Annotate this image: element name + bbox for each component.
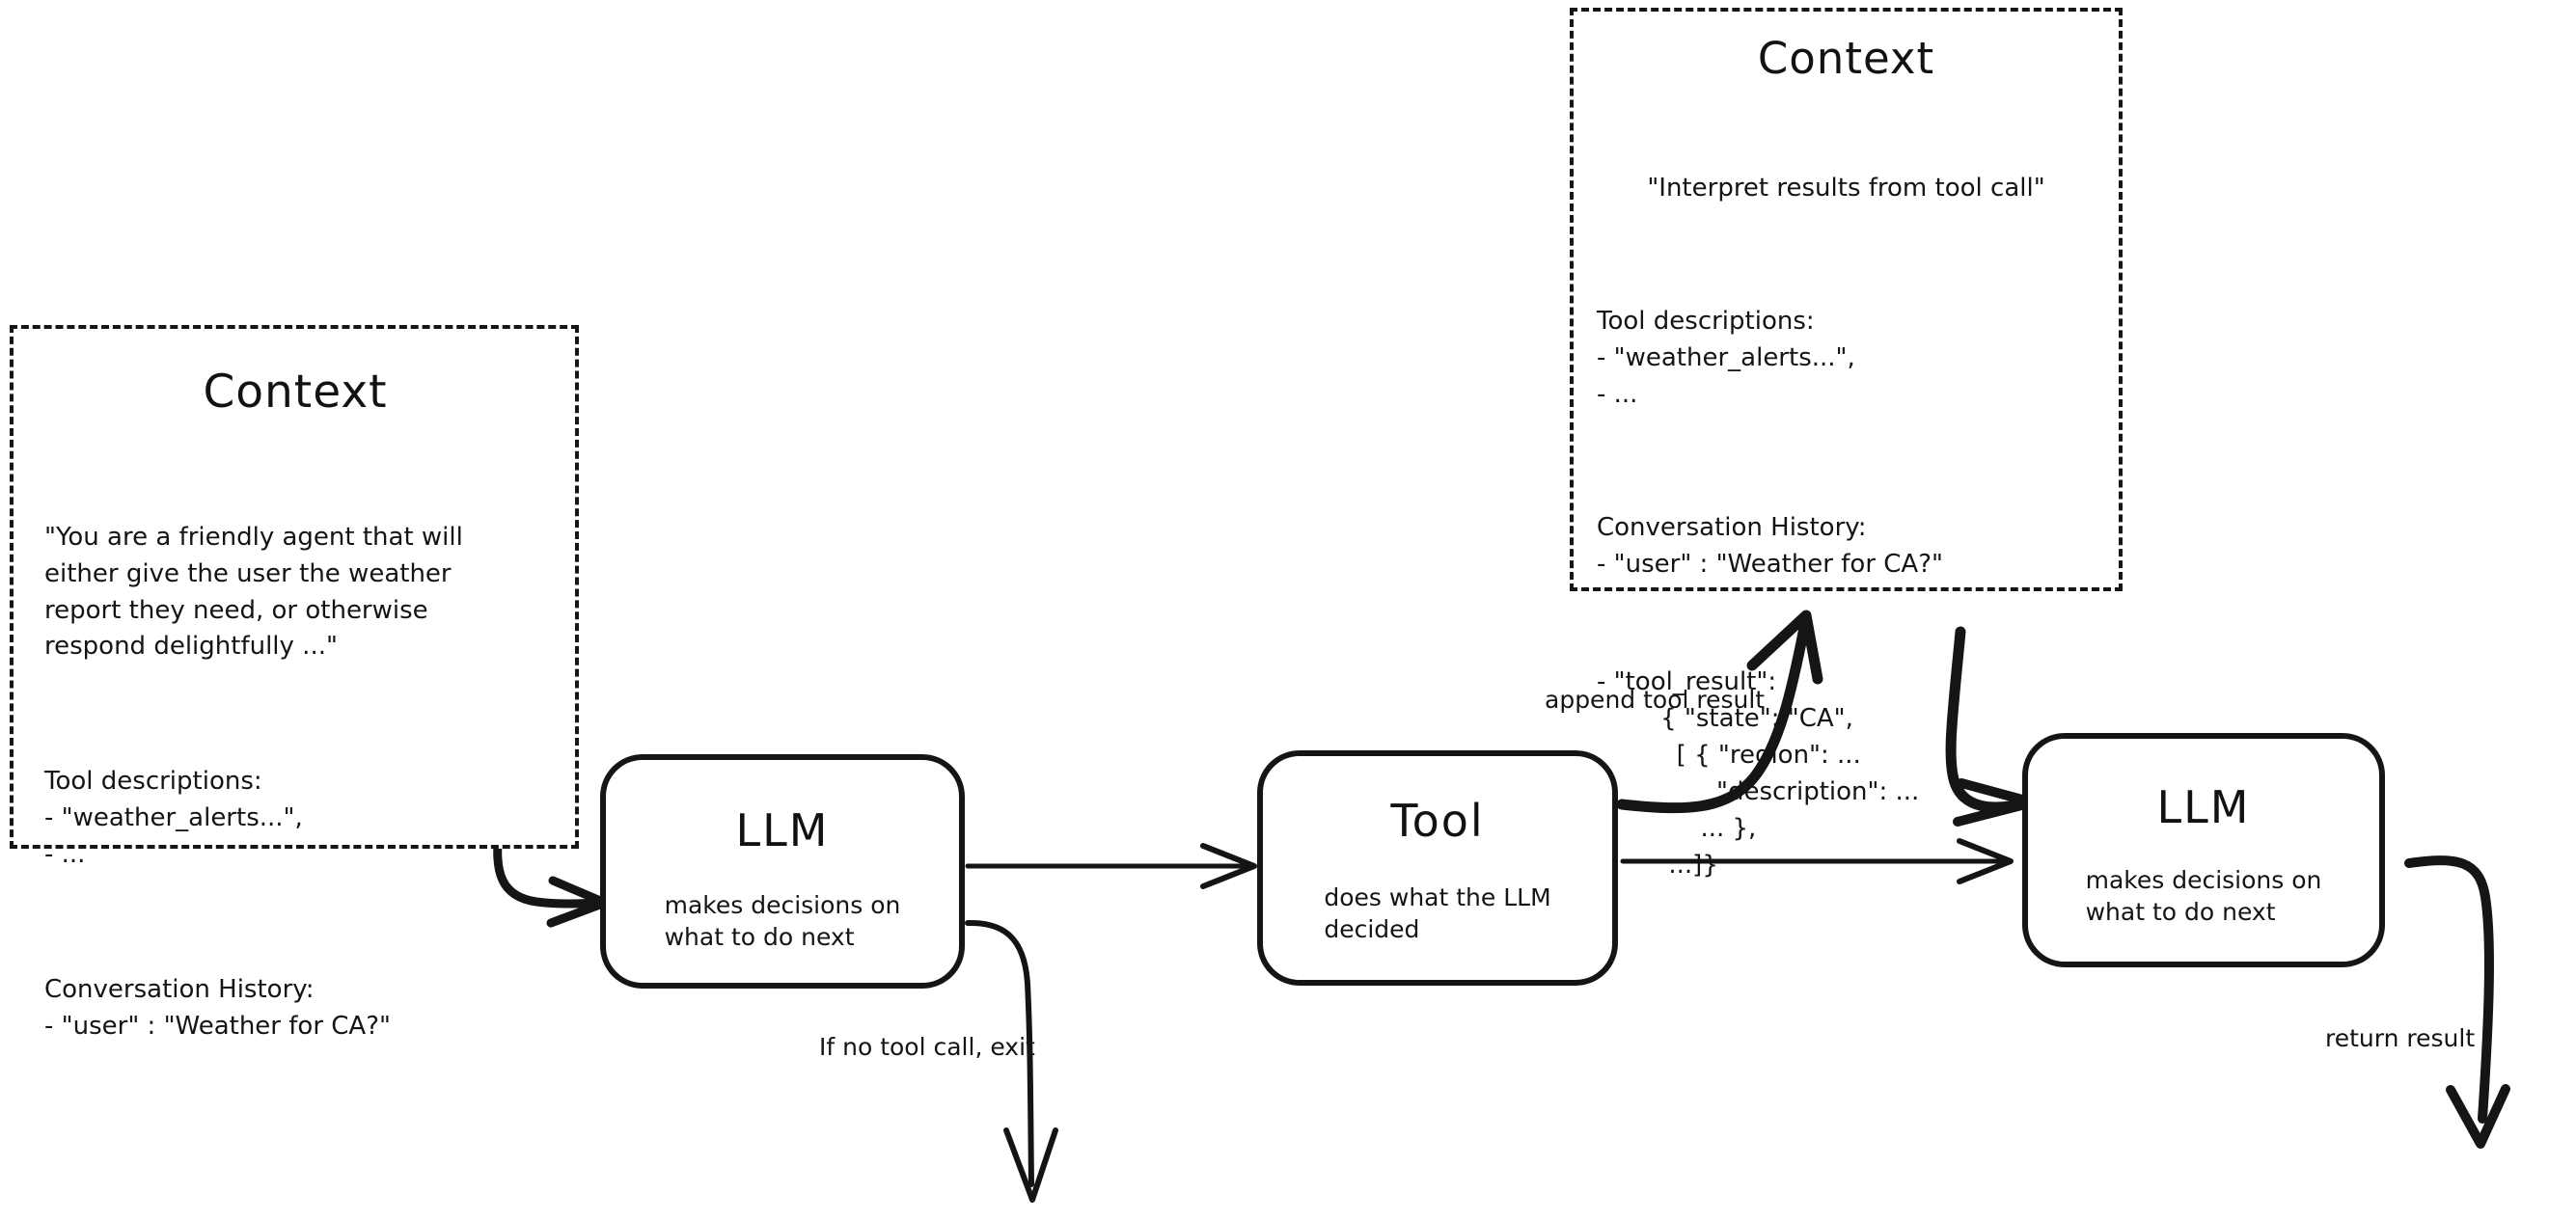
context-right-tool-descriptions: Tool descriptions: - "weather_alerts..."… [1597,307,1855,410]
edge-label-if-no-tool-call: If no tool call, exit [819,1033,1035,1061]
context-left-tool-descriptions: Tool descriptions: - "weather_alerts..."… [44,767,303,870]
context-left-system-prompt: "You are a friendly agent that will eith… [44,522,463,662]
context-box-right: Context "Interpret results from tool cal… [1570,8,2123,880]
context-left-conversation-history: Conversation History: - "user" : "Weathe… [44,975,391,1042]
node-llm-first[interactable]: LLM makes decisions on what to do next [600,754,965,989]
edge-llm2-return [2404,855,2510,1149]
context-right-title: Context [1757,33,1935,84]
node-tool-subtitle: does what the LLM decided [1324,883,1551,944]
context-right-conversation-history: Conversation History: - "user" : "Weathe… [1597,513,1943,579]
edge-llm1-to-tool [965,843,1257,889]
context-left-body: "You are a friendly agent that will eith… [44,447,546,1119]
edge-label-return-result: return result [2325,1024,2476,1052]
edge-llm1-exit [965,919,1058,1203]
context-right-tool-result: - "tool_result": { "state": "CA", [ { "r… [1597,666,1920,880]
edge-label-append-tool-result: append tool result [1545,686,1766,714]
node-tool[interactable]: Tool does what the LLM decided [1257,750,1618,986]
context-right-body: "Interpret results from tool call" Tool … [1597,98,2096,981]
node-tool-title: Tool [1390,795,1485,847]
node-llm-first-subtitle: makes decisions on what to do next [664,891,901,952]
node-llm-second-subtitle: makes decisions on what to do next [2085,866,2322,927]
context-box-left: Context "You are a friendly agent that w… [10,325,579,1041]
context-right-instruction: "Interpret results from tool call" [1647,174,2045,204]
node-llm-second-title: LLM [2156,781,2251,833]
node-llm-second[interactable]: LLM makes decisions on what to do next [2022,733,2385,967]
node-llm-first-title: LLM [735,804,830,856]
context-left-title: Context [203,366,388,419]
